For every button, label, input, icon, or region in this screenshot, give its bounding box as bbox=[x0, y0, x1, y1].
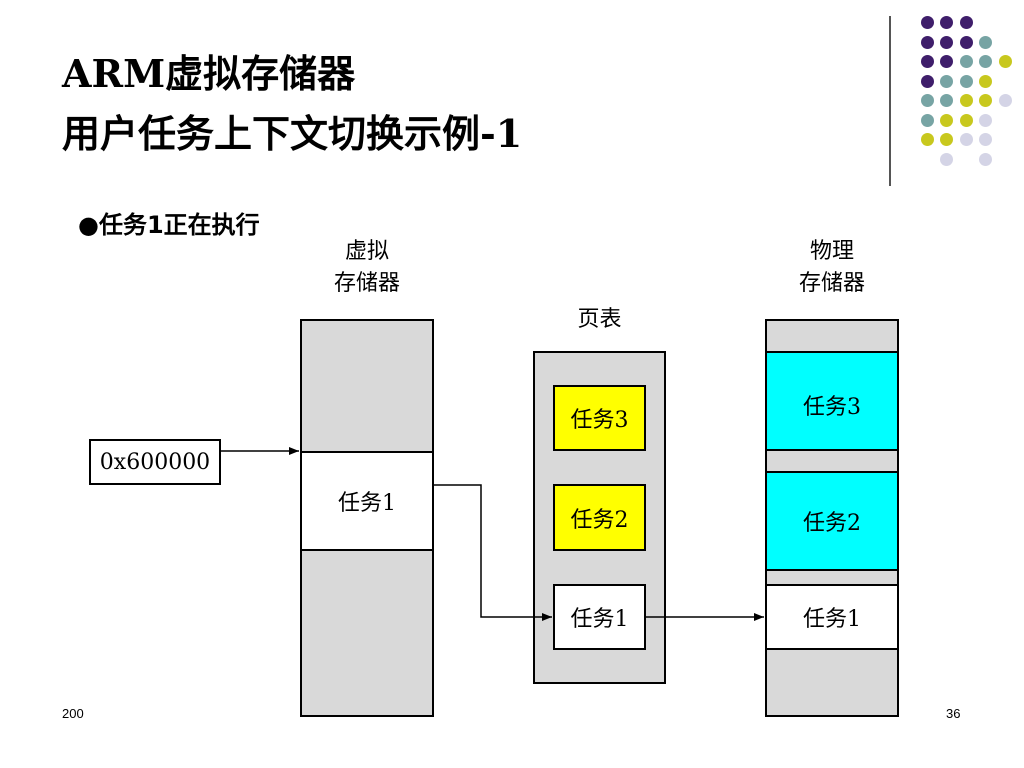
physical-task3-block: 任务3 bbox=[765, 351, 899, 451]
physical-memory-label-line-2: 存储器 bbox=[798, 271, 865, 296]
bullet-text: 任务1正在执行 bbox=[98, 211, 260, 239]
decorative-dot bbox=[920, 74, 934, 88]
bullet-symbol: ● bbox=[78, 211, 99, 239]
decorative-dot bbox=[998, 55, 1012, 68]
page-number: 36 bbox=[946, 706, 961, 721]
virtual-memory-label-line-1: 虚拟 bbox=[344, 239, 389, 264]
decorative-dot bbox=[979, 55, 992, 68]
decorative-dot bbox=[959, 74, 973, 88]
page-table-entry-task3: 任务3 bbox=[553, 385, 646, 451]
decorative-dot bbox=[959, 133, 973, 146]
decorative-dot bbox=[940, 16, 953, 29]
footer-left-text: 200 bbox=[62, 706, 84, 721]
decorative-dot bbox=[920, 55, 934, 68]
decorative-dot bbox=[920, 133, 934, 146]
title-divider bbox=[889, 16, 891, 186]
title-line-1: ARM虚拟存储器 bbox=[62, 51, 356, 96]
slide-title: ARM虚拟存储器 用户任务上下文切换示例-1 bbox=[62, 44, 522, 164]
decorative-dot bbox=[979, 94, 992, 107]
decorative-dot bbox=[959, 35, 973, 49]
decorative-dot bbox=[940, 35, 953, 49]
decorative-dot bbox=[959, 113, 973, 127]
virtual-memory-label-line-2: 存储器 bbox=[333, 271, 400, 296]
page-table-entry-task2: 任务2 bbox=[553, 484, 646, 551]
physical-task2-block: 任务2 bbox=[765, 471, 899, 571]
physical-memory-label: 物理 存储器 bbox=[765, 236, 899, 300]
decorative-dot bbox=[959, 55, 973, 68]
virtual-task1-block: 任务1 bbox=[300, 451, 434, 551]
decorative-dot bbox=[940, 55, 953, 68]
decorative-dot bbox=[920, 16, 934, 29]
decorative-dot bbox=[998, 94, 1012, 107]
decorative-dot bbox=[959, 16, 973, 29]
decorative-dot bbox=[920, 94, 934, 107]
decorative-dot bbox=[940, 94, 953, 107]
decorative-dot bbox=[979, 152, 992, 166]
decorative-dot bbox=[940, 74, 953, 88]
decorative-dot bbox=[920, 113, 934, 127]
title-line-2: 用户任务上下文切换示例-1 bbox=[62, 111, 523, 156]
bullet-point: ●任务1正在执行 bbox=[78, 205, 260, 240]
decorative-dot bbox=[940, 113, 953, 127]
decorative-dot bbox=[940, 133, 953, 146]
decorative-dot bbox=[940, 152, 953, 166]
page-table-label: 页表 bbox=[577, 307, 622, 332]
decorative-dot bbox=[979, 35, 992, 49]
decorative-dot bbox=[979, 113, 992, 127]
virtual-memory-label: 虚拟 存储器 bbox=[300, 236, 434, 300]
decorative-dot bbox=[979, 133, 992, 146]
decorative-dot bbox=[979, 74, 992, 88]
decorative-dot bbox=[959, 94, 973, 107]
decorative-dot bbox=[920, 35, 934, 49]
page-table-entry-task1: 任务1 bbox=[553, 584, 646, 650]
physical-memory-label-line-1: 物理 bbox=[809, 239, 854, 264]
virtual-to-page-table-arrow bbox=[434, 484, 552, 621]
physical-task1-block: 任务1 bbox=[765, 584, 899, 650]
address-box: 0x600000 bbox=[89, 439, 221, 485]
